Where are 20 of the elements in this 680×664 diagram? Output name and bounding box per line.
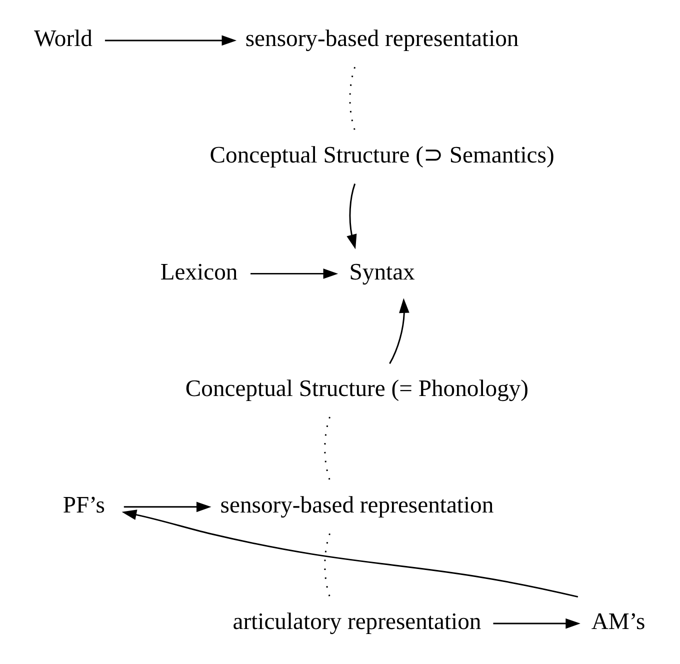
node-text: Conceptual Structure (= Phonology) (185, 376, 529, 402)
node-text: World (34, 26, 92, 52)
node-text: sensory-based representation (220, 492, 494, 519)
connector (324, 533, 330, 598)
arrow (122, 510, 578, 598)
node-text: Syntax (349, 259, 415, 286)
node-text: articulatory representation (232, 609, 482, 636)
arrow (250, 268, 338, 279)
connector (349, 66, 356, 131)
arrow (124, 502, 212, 512)
arrow (493, 618, 580, 629)
node-text: Lexicon (160, 259, 238, 286)
node-text: sensory-based representation (245, 26, 519, 52)
node-text: Conceptual Structure (⊃ Semantics) (210, 142, 554, 169)
connector (324, 416, 330, 480)
node-text: AM’s (591, 609, 646, 636)
node-text: PF’s (62, 492, 105, 519)
arrow (346, 184, 357, 250)
arrow (389, 298, 410, 364)
arrow (104, 35, 237, 46)
